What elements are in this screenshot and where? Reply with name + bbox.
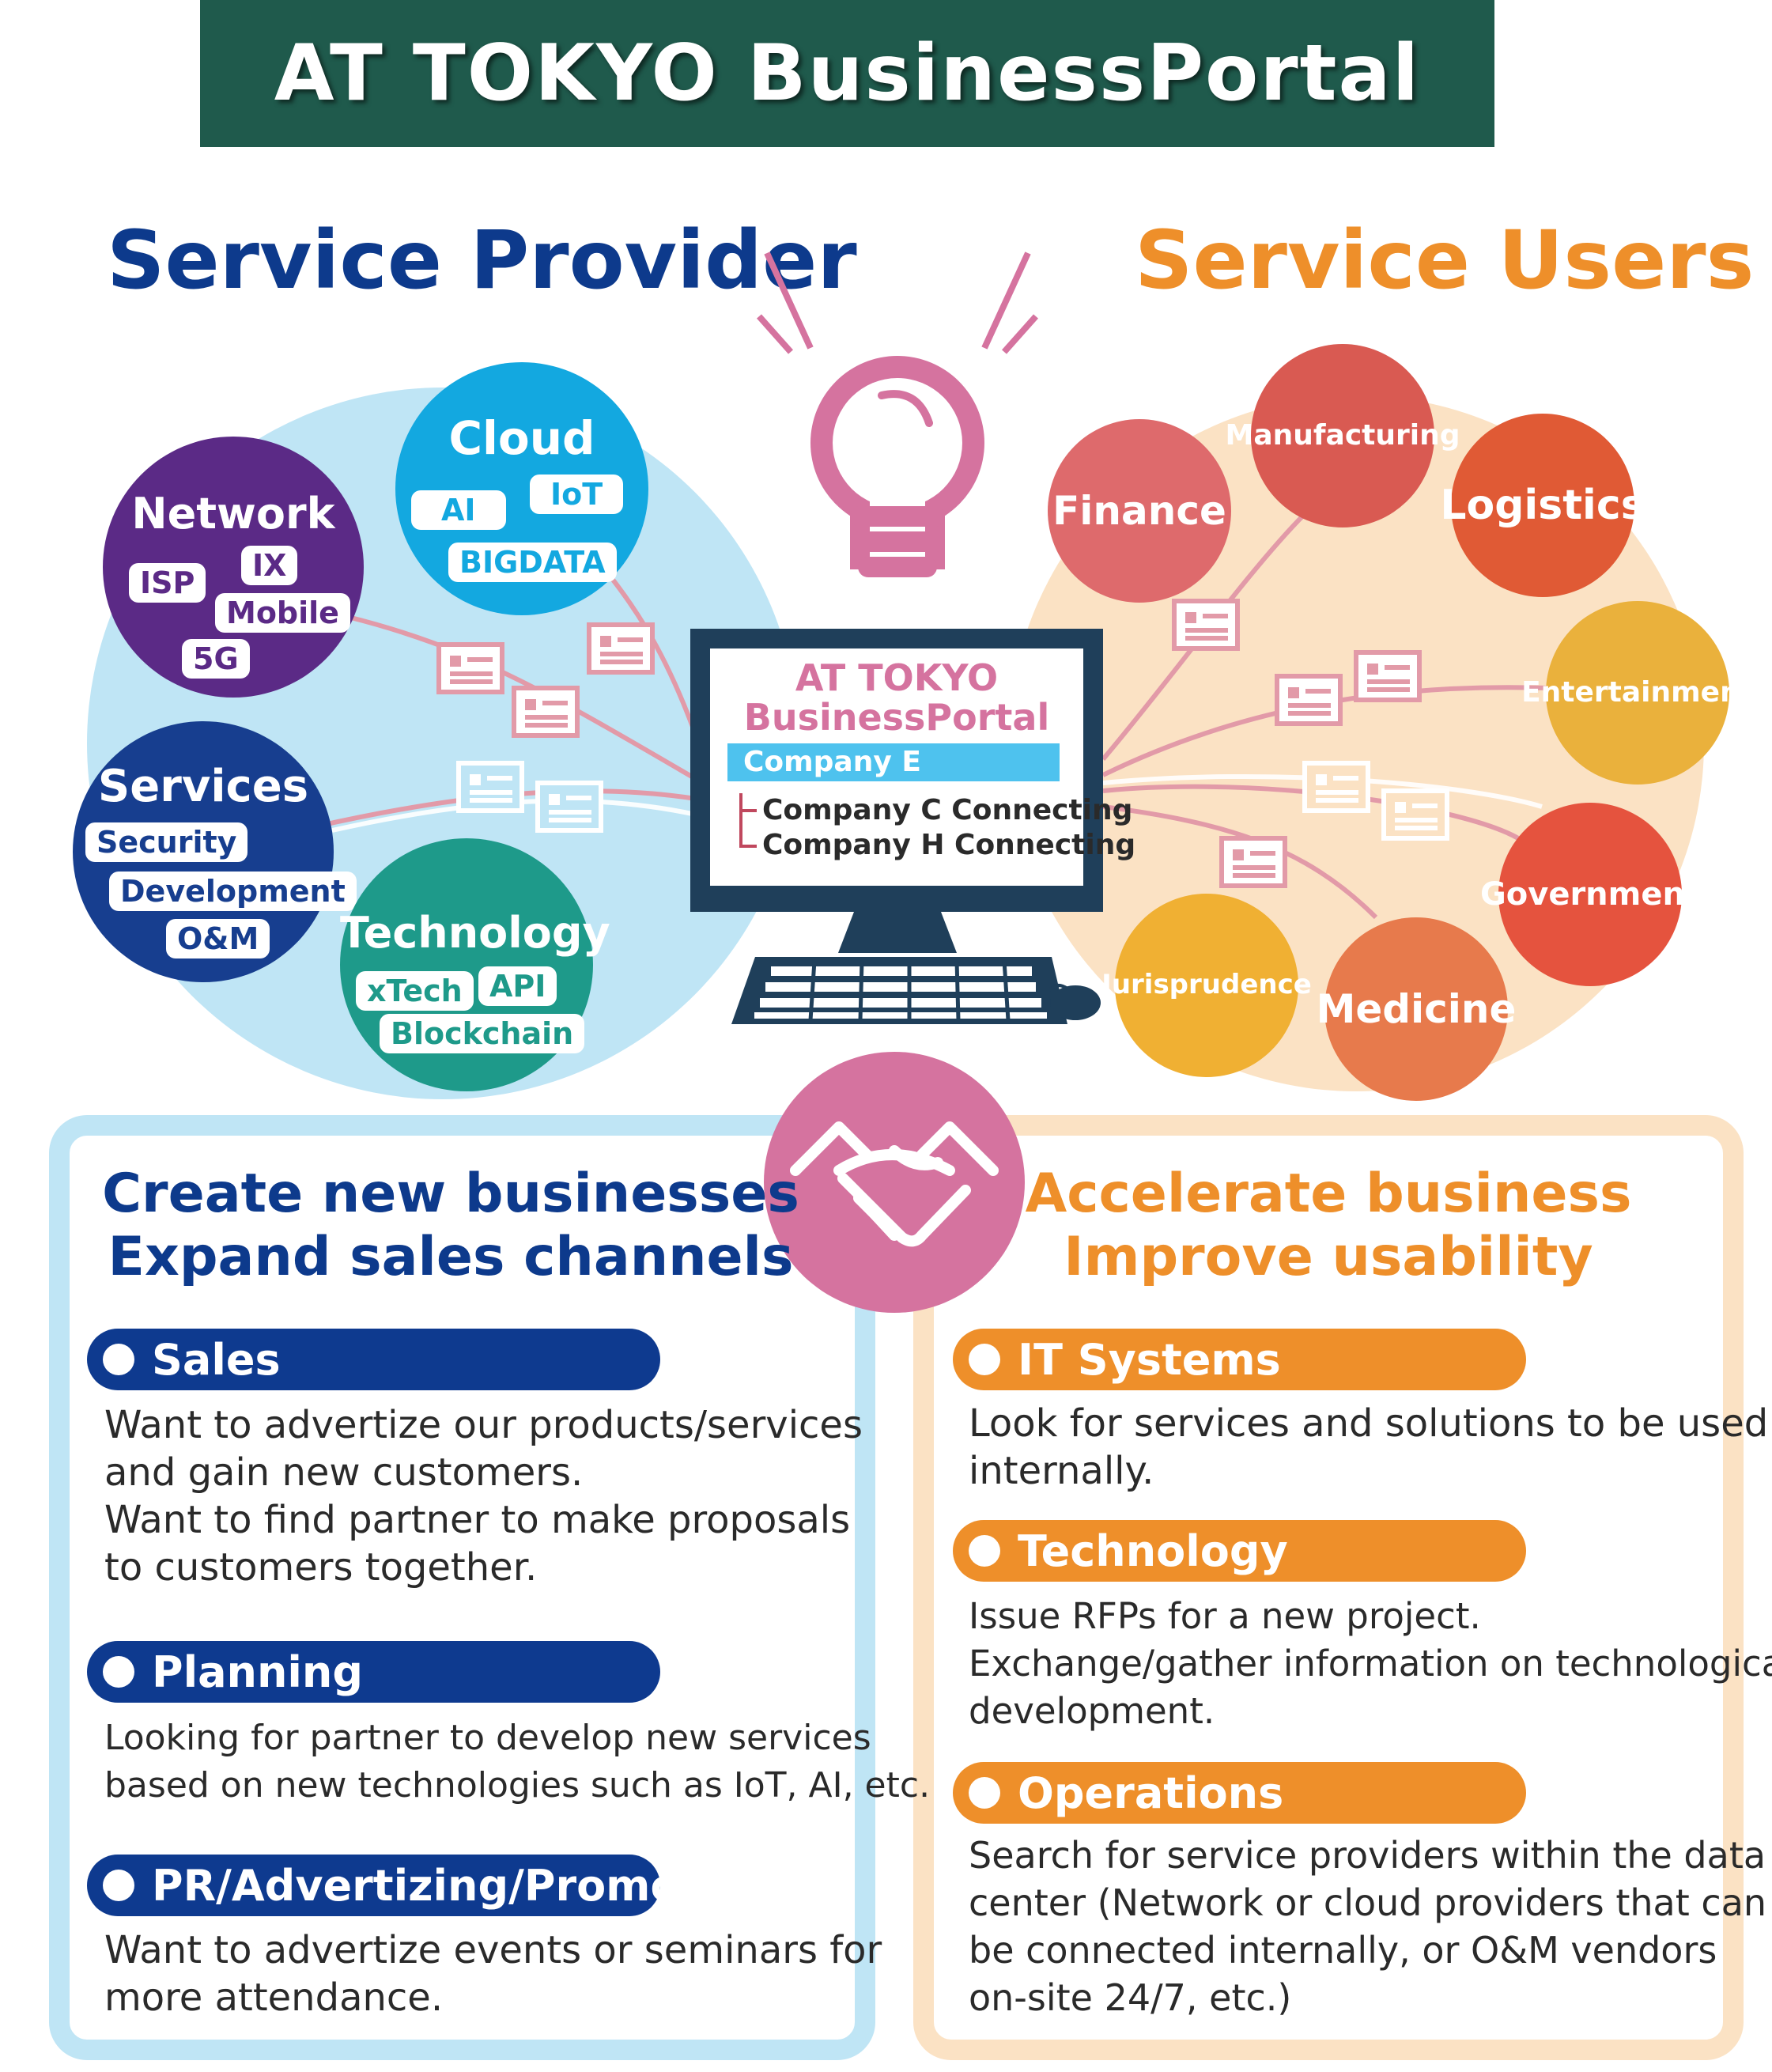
tag-ai: AI — [411, 490, 506, 530]
section-label: Operations — [1018, 1768, 1284, 1818]
tag-api: API — [478, 966, 557, 1006]
handshake-icon — [764, 1052, 1025, 1313]
technology-circle — [340, 838, 593, 1091]
title-banner: AT TOKYO BusinessPortal — [200, 0, 1494, 147]
section-label: Technology — [1018, 1526, 1288, 1576]
user-circle-medicine: Medicine — [1317, 917, 1516, 1101]
technology-label: Technology — [340, 908, 610, 958]
monitor-company-bar: Company E — [727, 743, 1060, 781]
service-users-heading: Service Users — [1135, 214, 1755, 308]
provider-title-line-2: Expand sales channels — [108, 1226, 794, 1289]
user-circle-entertainment: Entertainment — [1521, 601, 1754, 785]
section-bar-technology: Technology — [953, 1520, 1526, 1582]
user-circle-government: Government — [1480, 803, 1700, 986]
profile-card-icon — [1275, 674, 1343, 726]
tag-bigdata: BIGDATA — [448, 543, 617, 582]
section-bar-operations: Operations — [953, 1762, 1526, 1824]
network-label: Network — [131, 489, 335, 539]
monitor-title-line1: AT TOKYO — [795, 656, 999, 699]
user-circle-jurisprudence: Jurisprudence — [1101, 894, 1312, 1077]
user-circle-manufacturing: Manufacturing — [1226, 344, 1460, 527]
it-systems-description: Look for services and solutions to be us… — [969, 1401, 1769, 1493]
section-label: PR/Advertizing/Promotion — [152, 1860, 775, 1911]
provider-title-line-1: Create new businesses — [102, 1163, 799, 1225]
tag-5g: 5G — [182, 639, 250, 679]
connection-bracket — [739, 793, 757, 848]
service-provider-heading: Service Provider — [107, 214, 857, 308]
profile-card-icon — [1219, 836, 1287, 888]
profile-card-icon — [456, 761, 524, 813]
cloud-label: Cloud — [448, 411, 595, 465]
bullet-dot-icon — [969, 1777, 1000, 1809]
tag-blockchain: Blockchain — [380, 1014, 585, 1053]
profile-card-icon — [436, 642, 504, 694]
bullet-dot-icon — [969, 1344, 1000, 1375]
tag-isp: ISP — [129, 563, 206, 603]
profile-card-icon — [587, 622, 655, 675]
profile-card-icon — [1172, 599, 1240, 651]
section-label: IT Systems — [1018, 1334, 1281, 1385]
tag-xtech: xTech — [356, 971, 474, 1011]
section-bar-pr: PR/Advertizing/Promotion — [87, 1855, 774, 1916]
bullet-dot-icon — [103, 1344, 134, 1375]
monitor-connection-2: Company H Connecting — [762, 829, 1136, 861]
profile-card-icon — [535, 781, 603, 833]
tag-om: O&M — [166, 919, 270, 958]
page-title: AT TOKYO BusinessPortal — [274, 28, 1421, 119]
profile-card-icon — [1381, 788, 1449, 841]
pr-description: Want to advertize events or seminars for… — [104, 1928, 882, 2020]
bullet-dot-icon — [103, 1870, 134, 1901]
tag-iot: IoT — [530, 475, 624, 514]
sales-description: Want to advertize our products/services … — [104, 1403, 863, 1590]
section-bar-it-systems: IT Systems — [953, 1329, 1526, 1390]
monitor-title-line2: BusinessPortal — [743, 696, 1050, 739]
provider-benefits-title: Create new businesses Expand sales chann… — [87, 1163, 814, 1289]
monitor-connection-1: Company C Connecting — [762, 794, 1133, 826]
profile-card-icon — [1354, 650, 1422, 702]
lightbulb-icon — [757, 251, 1038, 577]
user-benefits-panel — [913, 1115, 1744, 2060]
profile-card-icon — [512, 686, 580, 738]
user-title-line-1: Accelerate business — [1025, 1163, 1632, 1225]
section-bar-sales: Sales — [87, 1329, 660, 1390]
mouse-icon — [1046, 984, 1101, 1020]
user-benefits-title: Accelerate business Improve usability — [965, 1163, 1692, 1289]
bullet-dot-icon — [103, 1656, 134, 1688]
profile-card-icon — [1302, 761, 1370, 813]
technology-description: Issue RFPs for a new project. Exchange/g… — [969, 1595, 1772, 1732]
tag-security: Security — [85, 822, 248, 862]
planning-description: Looking for partner to develop new servi… — [104, 1718, 931, 1805]
services-label: Services — [97, 761, 309, 812]
user-circle-finance: Finance — [1048, 419, 1231, 603]
operations-description: Search for service providers within the … — [969, 1834, 1767, 2019]
bullet-dot-icon — [969, 1535, 1000, 1567]
tag-mobile: Mobile — [215, 593, 350, 633]
user-circle-logistics: Logistics — [1440, 414, 1645, 597]
section-label: Planning — [152, 1647, 364, 1697]
section-label: Sales — [152, 1334, 281, 1385]
keyboard-icon — [731, 957, 1067, 1024]
section-bar-planning: Planning — [87, 1641, 660, 1703]
tag-ix: IX — [241, 546, 298, 585]
tag-development: Development — [109, 872, 357, 911]
user-title-line-2: Improve usability — [1064, 1226, 1593, 1289]
